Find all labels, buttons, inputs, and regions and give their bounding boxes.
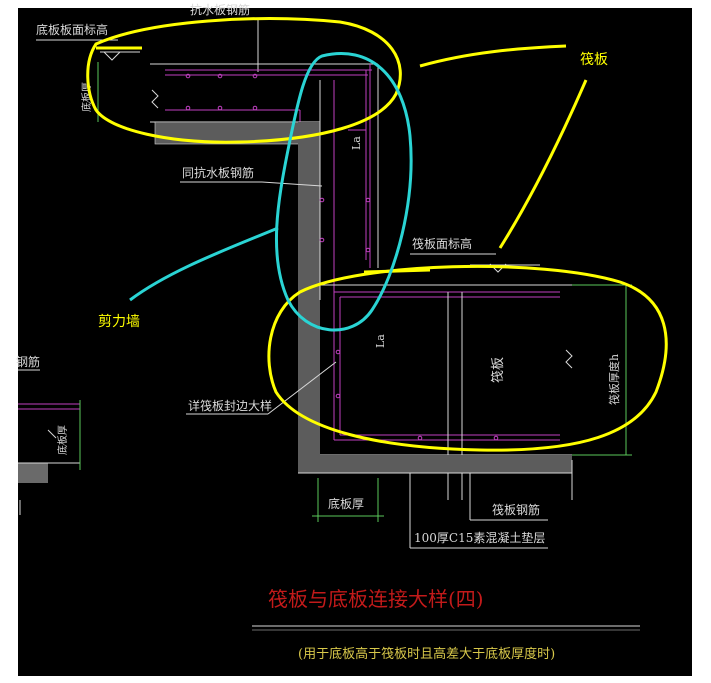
shear-wall-annotation-label: 剪力墙 — [98, 314, 140, 330]
raft-rebar-label: 筏板钢筋 — [492, 502, 540, 517]
shear-wall-highlight-loop — [275, 52, 413, 332]
la-upper-label: La — [350, 136, 363, 150]
bottom-dimensions: 底板厚 100厚C15素混凝土垫层 筏板钢筋 — [312, 460, 573, 549]
raft-thickness-label: 筏板厚度h — [607, 354, 621, 405]
shear-wall: 同抗水板钢筋 — [180, 64, 379, 462]
left-rebar-label: 钢筋 — [16, 354, 40, 369]
title-block: 筏板与底板连接大样(四) (用于底板高于筏板时且高差大于底板厚度时) — [252, 587, 640, 662]
anti-water-rebar-top-label: 抗水板钢筋 — [190, 2, 250, 17]
cushion-label: 100厚C15素混凝土垫层 — [414, 530, 545, 545]
raft-cushion-hatch — [298, 455, 572, 473]
drawing-title: 筏板与底板连接大样(四) — [268, 587, 484, 611]
bottom-slab-top-elev-label: 底板板面标高 — [36, 22, 108, 37]
drawing-background — [18, 8, 692, 676]
raft-annotation-label: 筏板 — [580, 51, 608, 68]
upper-slab-highlight-ellipse — [86, 17, 402, 144]
raft-center-label: 筏板 — [490, 357, 506, 383]
hand-annotations: 筏板 剪力墙 — [86, 17, 668, 452]
drawing-subtitle: (用于底板高于筏板时且高差大于底板厚度时) — [298, 646, 555, 662]
bottom-slab-thk-label: 底板厚 — [328, 496, 364, 511]
raft-highlight-ellipse — [267, 264, 668, 452]
same-anti-water-rebar-label: 同抗水板钢筋 — [182, 165, 254, 180]
la-lower-label: La — [374, 334, 387, 348]
raft-slab: 筏板面标高 La 筏板 筏板厚度h 详筏板封边大样 — [186, 236, 632, 500]
shear-wall-hatch — [298, 122, 320, 462]
left-slab-thk-label: 底板厚 — [56, 425, 69, 455]
raft-top-elev-label: 筏板面标高 — [412, 236, 472, 251]
raft-edge-detail-label: 详筏板封边大样 — [188, 398, 272, 413]
left-partial-detail: 钢筋 底板厚 — [16, 354, 81, 515]
